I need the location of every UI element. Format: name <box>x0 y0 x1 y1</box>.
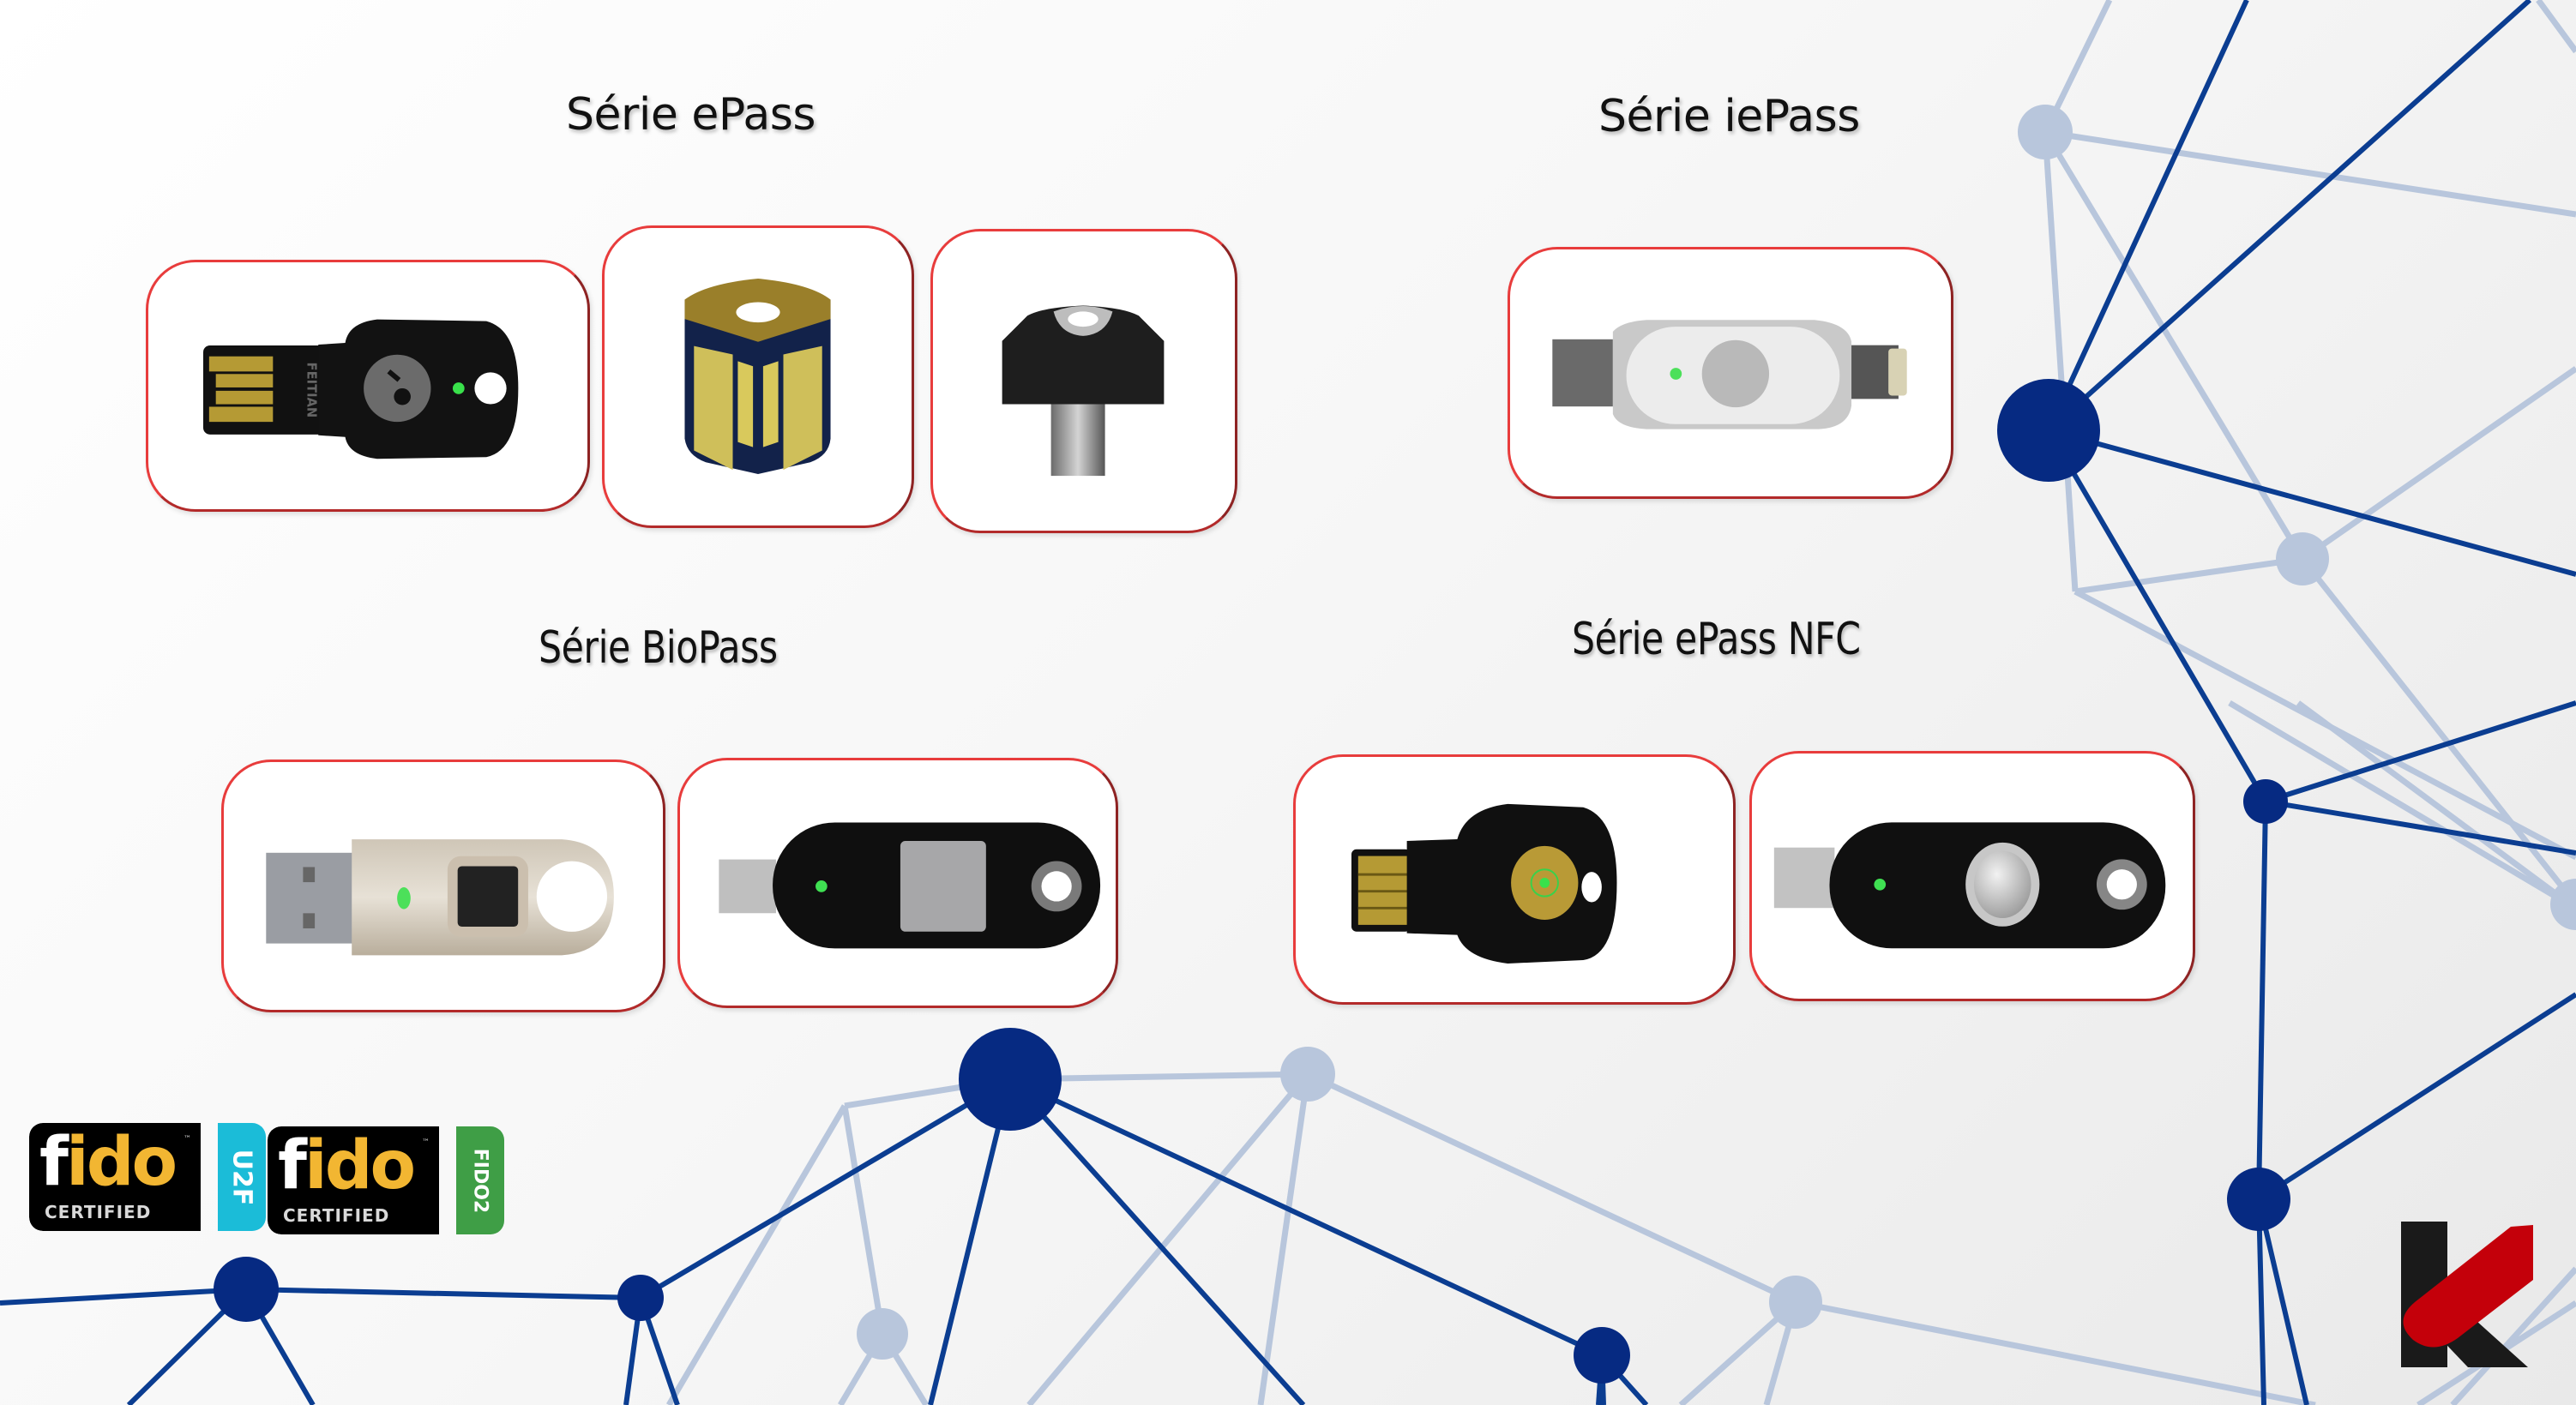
product-card-epass-gold-mini <box>602 225 914 528</box>
usb-c-lightning-key-icon <box>1552 320 1907 429</box>
fingerprint-usb-a-key-icon <box>266 839 614 956</box>
section-title-epass: Série ePass <box>566 89 816 141</box>
fido-logo-block: fido ™ CERTIFIED <box>29 1123 201 1231</box>
product-card-epass-nfc-usb-a <box>1293 754 1736 1005</box>
fido-u2f-tag: U2F <box>218 1123 266 1231</box>
product-card-epass-usb-a: FEITIAN <box>146 260 590 512</box>
certified-label: CERTIFIED <box>45 1202 152 1222</box>
product-card-biopass-usb-a <box>221 760 665 1012</box>
product-card-biopass-usb-c <box>677 758 1118 1008</box>
fido2-tag: FIDO2 <box>456 1126 504 1234</box>
trademark-symbol: ™ <box>184 1135 191 1144</box>
usb-c-mini-key-icon <box>1002 305 1165 477</box>
fido-wordmark: fido <box>278 1127 416 1204</box>
certified-label: CERTIFIED <box>283 1205 390 1226</box>
usb-a-security-key-icon: FEITIAN <box>203 319 519 459</box>
product-card-epass-usb-c-mini <box>930 229 1237 533</box>
trademark-symbol: ™ <box>422 1138 430 1147</box>
section-title-iepass: Série iePass <box>1598 91 1860 142</box>
fido-wordmark: fido <box>39 1124 178 1201</box>
nfc-usb-a-key-icon <box>1351 803 1617 964</box>
product-card-epass-nfc-usb-c <box>1749 751 2195 1001</box>
nfc-usb-c-key-icon <box>1773 822 2166 949</box>
fido-certifications: fido ™ CERTIFIED U2F fido ™ CERTIFIED FI… <box>26 1121 506 1241</box>
fido-u2f-badge: fido ™ CERTIFIED U2F <box>29 1123 266 1231</box>
fingerprint-usb-c-key-icon <box>719 822 1101 949</box>
section-title-epass-nfc: Série ePass NFC <box>1572 614 1861 665</box>
svg-text:FEITIAN: FEITIAN <box>304 363 318 418</box>
product-card-iepass <box>1508 247 1953 499</box>
section-title-biopass: Série BioPass <box>539 622 778 674</box>
fido2-badge: fido ™ CERTIFIED FIDO2 <box>268 1126 504 1234</box>
gold-mini-key-icon <box>684 278 831 475</box>
fido-logo-block: fido ™ CERTIFIED <box>268 1126 439 1234</box>
k-logo <box>2401 1222 2533 1367</box>
